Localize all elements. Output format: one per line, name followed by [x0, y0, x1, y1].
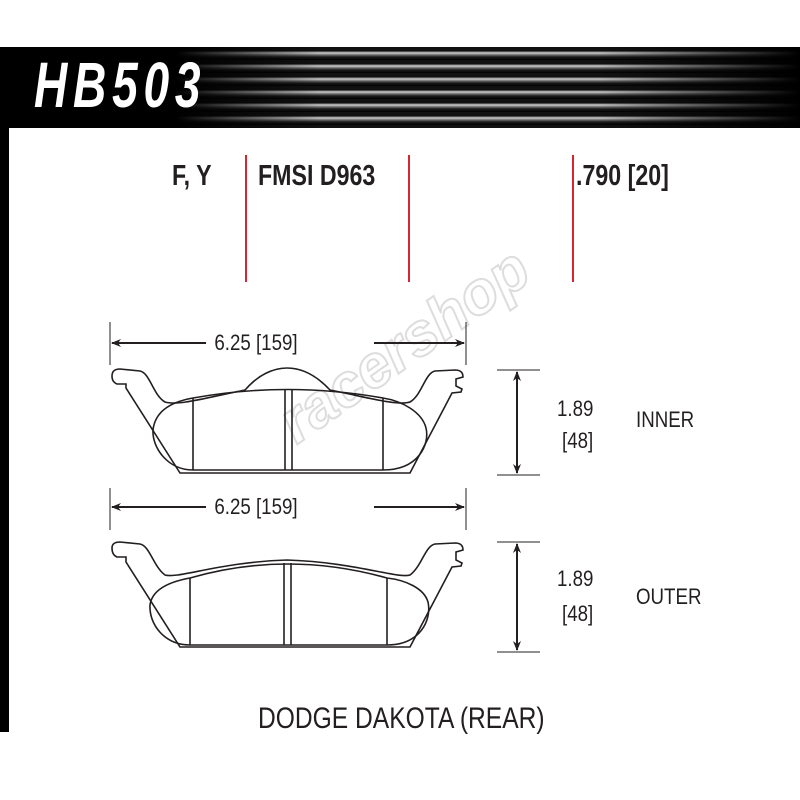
outer-height-dimension — [497, 541, 540, 653]
inner-height-inches: 1.89 — [557, 396, 594, 421]
divider-line — [245, 155, 247, 282]
vehicle-application: DODGE DAKOTA (REAR) — [258, 702, 545, 735]
divider-line — [572, 155, 574, 282]
outer-pad-label: OUTER — [636, 584, 702, 609]
left-border — [0, 128, 9, 732]
part-number: HB503 — [34, 49, 207, 121]
inner-height-dimension — [497, 369, 540, 476]
inner-width-dimension — [109, 322, 467, 365]
outer-height-mm: [48] — [562, 601, 594, 626]
outer-width-label: 6.25 [159] — [211, 494, 301, 520]
outer-pad-outline — [111, 541, 464, 648]
inner-height-mm: [48] — [562, 428, 594, 453]
pad-thickness: .790 [20] — [576, 160, 669, 192]
header-banner — [0, 47, 800, 128]
divider-line — [408, 155, 410, 282]
inner-pad-outline — [111, 367, 464, 474]
applications-code: F, Y — [172, 160, 212, 192]
inner-pad-label: INNER — [636, 407, 695, 432]
fmsi-number: FMSI D963 — [258, 160, 376, 192]
inner-width-label: 6.25 [159] — [211, 330, 301, 356]
outer-height-inches: 1.89 — [557, 566, 594, 591]
outer-width-dimension — [109, 488, 467, 530]
